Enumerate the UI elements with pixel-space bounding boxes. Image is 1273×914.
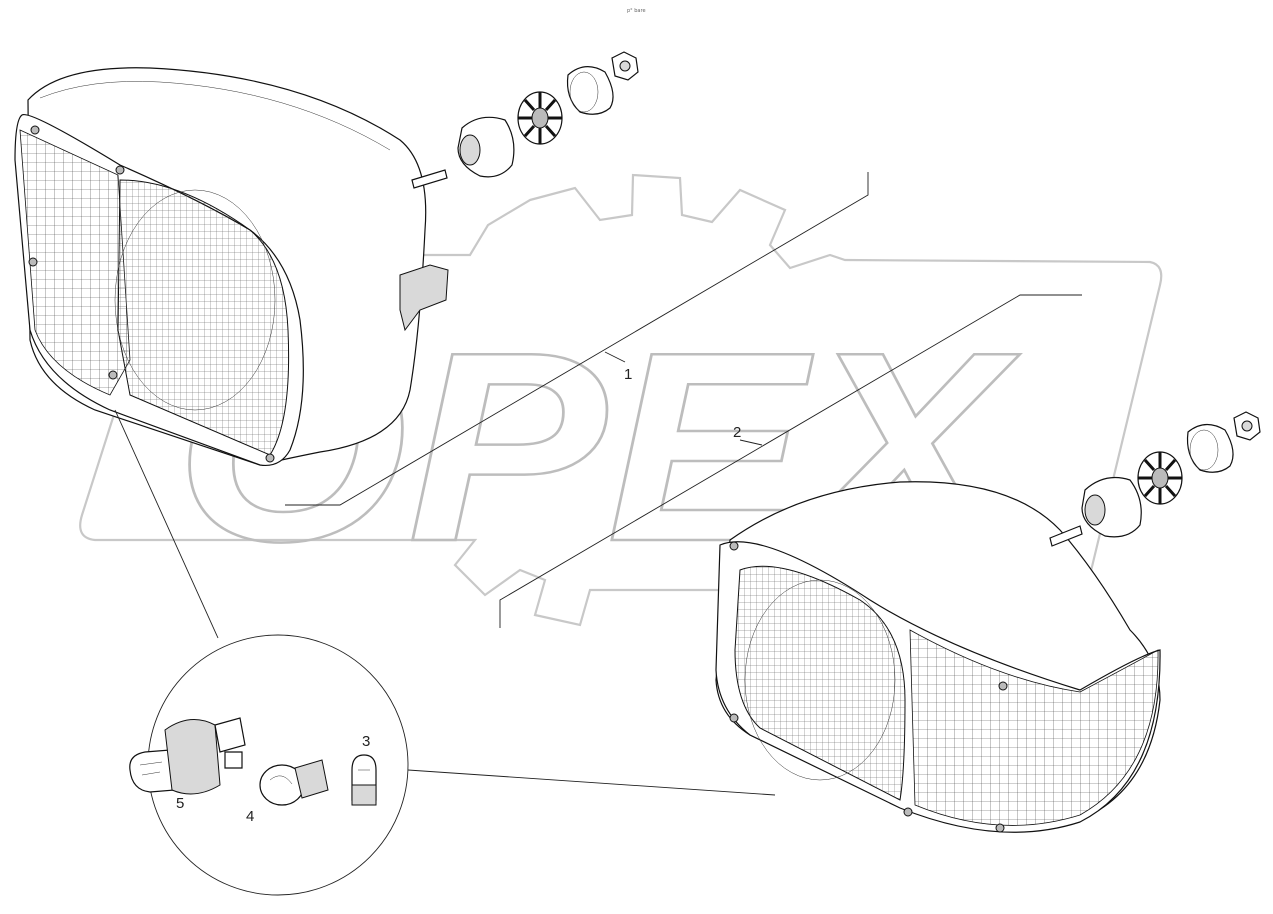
headlamp-left-lens-grid bbox=[19, 129, 131, 396]
rubber-bushing-upper-face bbox=[459, 134, 481, 166]
screw-9 bbox=[903, 807, 913, 817]
spoked-washer-lower-spokes bbox=[1138, 452, 1182, 504]
screw-1 bbox=[30, 125, 40, 135]
bulb-p21w-filament bbox=[269, 775, 293, 785]
screw-4 bbox=[108, 370, 118, 380]
headlamp-left bbox=[14, 51, 639, 467]
cup-washer-upper bbox=[566, 66, 614, 115]
callout-1: 1 bbox=[624, 366, 632, 383]
headlamp-left-mount-bracket bbox=[399, 264, 449, 332]
spoked-washer-upper-hub bbox=[531, 107, 549, 129]
leader-lines bbox=[114, 172, 1082, 796]
screw-2 bbox=[115, 165, 125, 175]
callout-3: 3 bbox=[362, 733, 370, 750]
bulb-h4 bbox=[129, 717, 246, 795]
leader-line-1-tick bbox=[604, 351, 626, 363]
leader-line-2 bbox=[499, 294, 1082, 628]
headlamp-right bbox=[715, 411, 1261, 833]
screw-6 bbox=[729, 541, 739, 551]
leader-line-detail-lower bbox=[407, 769, 776, 796]
cup-washer-upper-rim bbox=[569, 71, 599, 113]
screw-7 bbox=[998, 681, 1008, 691]
bulbs-detail bbox=[129, 634, 409, 896]
bulb-h4-terminals bbox=[214, 717, 246, 769]
nut-lower-hole bbox=[1241, 420, 1253, 432]
leader-line-detail-upper bbox=[114, 409, 219, 639]
headlamp-left-reflector bbox=[114, 189, 276, 411]
leader-line-2-tick bbox=[739, 439, 763, 446]
screw-8 bbox=[729, 713, 739, 723]
headlamp-left-housing-rim bbox=[39, 81, 391, 151]
spoked-washer-lower-hub bbox=[1151, 467, 1169, 489]
screw-10 bbox=[995, 823, 1005, 833]
bulb-p21w bbox=[259, 759, 329, 806]
header-tiny-text: p° bare bbox=[627, 8, 646, 14]
cup-washer-lower bbox=[1186, 423, 1234, 473]
spoked-washer-upper-spokes bbox=[518, 92, 562, 144]
bulb-h4-filament bbox=[139, 761, 163, 776]
cup-washer-lower-rim bbox=[1189, 429, 1219, 471]
callout-4: 4 bbox=[246, 808, 254, 825]
leader-line-1 bbox=[285, 172, 869, 506]
nut-upper-hole bbox=[619, 60, 631, 72]
rubber-bushing-lower-face bbox=[1084, 494, 1106, 526]
headlamp-right-stud bbox=[1049, 525, 1083, 547]
headlamp-right-reflector bbox=[744, 579, 896, 781]
headlamp-left-main-lens bbox=[117, 179, 290, 456]
bulb-r5w bbox=[351, 754, 377, 806]
bulb-r5w-base bbox=[351, 784, 377, 806]
headlamp-left-stud bbox=[411, 169, 448, 189]
callout-5: 5 bbox=[176, 795, 184, 812]
screw-3 bbox=[28, 257, 38, 267]
bulb-p21w-base bbox=[294, 759, 329, 799]
bulb-h4-base bbox=[164, 719, 221, 795]
callout-2: 2 bbox=[733, 424, 741, 441]
headlamp-right-main-lens bbox=[734, 565, 906, 801]
screw-5 bbox=[265, 453, 275, 463]
headlamp-right-lens-grid bbox=[909, 629, 1159, 826]
